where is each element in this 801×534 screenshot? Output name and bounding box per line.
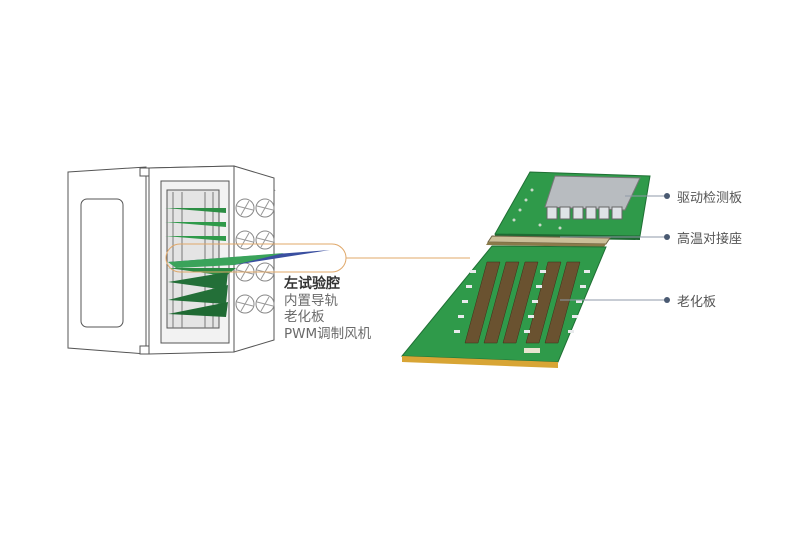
callout-dots xyxy=(664,193,670,303)
callout-aging-board: 老化板 xyxy=(677,295,717,310)
high-temp-connector xyxy=(486,235,611,247)
socket-rows xyxy=(464,261,581,344)
tray xyxy=(168,272,228,290)
caption-line-rails: 内置导轨 xyxy=(284,292,338,309)
callout-dot xyxy=(664,234,670,240)
aging-board xyxy=(400,245,607,368)
fan xyxy=(235,294,255,314)
tray xyxy=(168,285,228,304)
driver-detection-board xyxy=(494,171,651,240)
aging-board-trays xyxy=(165,208,330,317)
door-hinge-bottom xyxy=(139,345,150,355)
tray xyxy=(165,236,226,241)
fan xyxy=(255,230,275,250)
callout-dot xyxy=(664,297,670,303)
caption-line-aging-board: 老化板 xyxy=(284,309,325,325)
fan xyxy=(255,198,275,218)
tray xyxy=(168,302,228,317)
chamber-caption: 左试验腔 内置导轨 老化板 PWM调制风机 xyxy=(284,276,371,342)
tray-highlighted-board xyxy=(168,253,284,268)
callout-driver-detection-board: 驱动检测板 xyxy=(677,191,743,206)
callout-high-temp-connector: 高温对接座 xyxy=(677,232,743,247)
caption-title: 左试验腔 xyxy=(284,276,340,292)
fan xyxy=(235,230,255,250)
caption-line-pwm-fan: PWM调制风机 xyxy=(284,325,372,342)
callout-leaders xyxy=(560,195,666,301)
door-window xyxy=(80,198,124,328)
callout-dot xyxy=(664,193,670,199)
tray xyxy=(165,222,226,227)
fan xyxy=(255,294,275,314)
tray xyxy=(165,208,226,213)
door-hinge-top xyxy=(139,167,150,177)
fan xyxy=(235,198,255,218)
board-label-tag xyxy=(524,348,540,353)
socket-pins xyxy=(454,270,590,333)
